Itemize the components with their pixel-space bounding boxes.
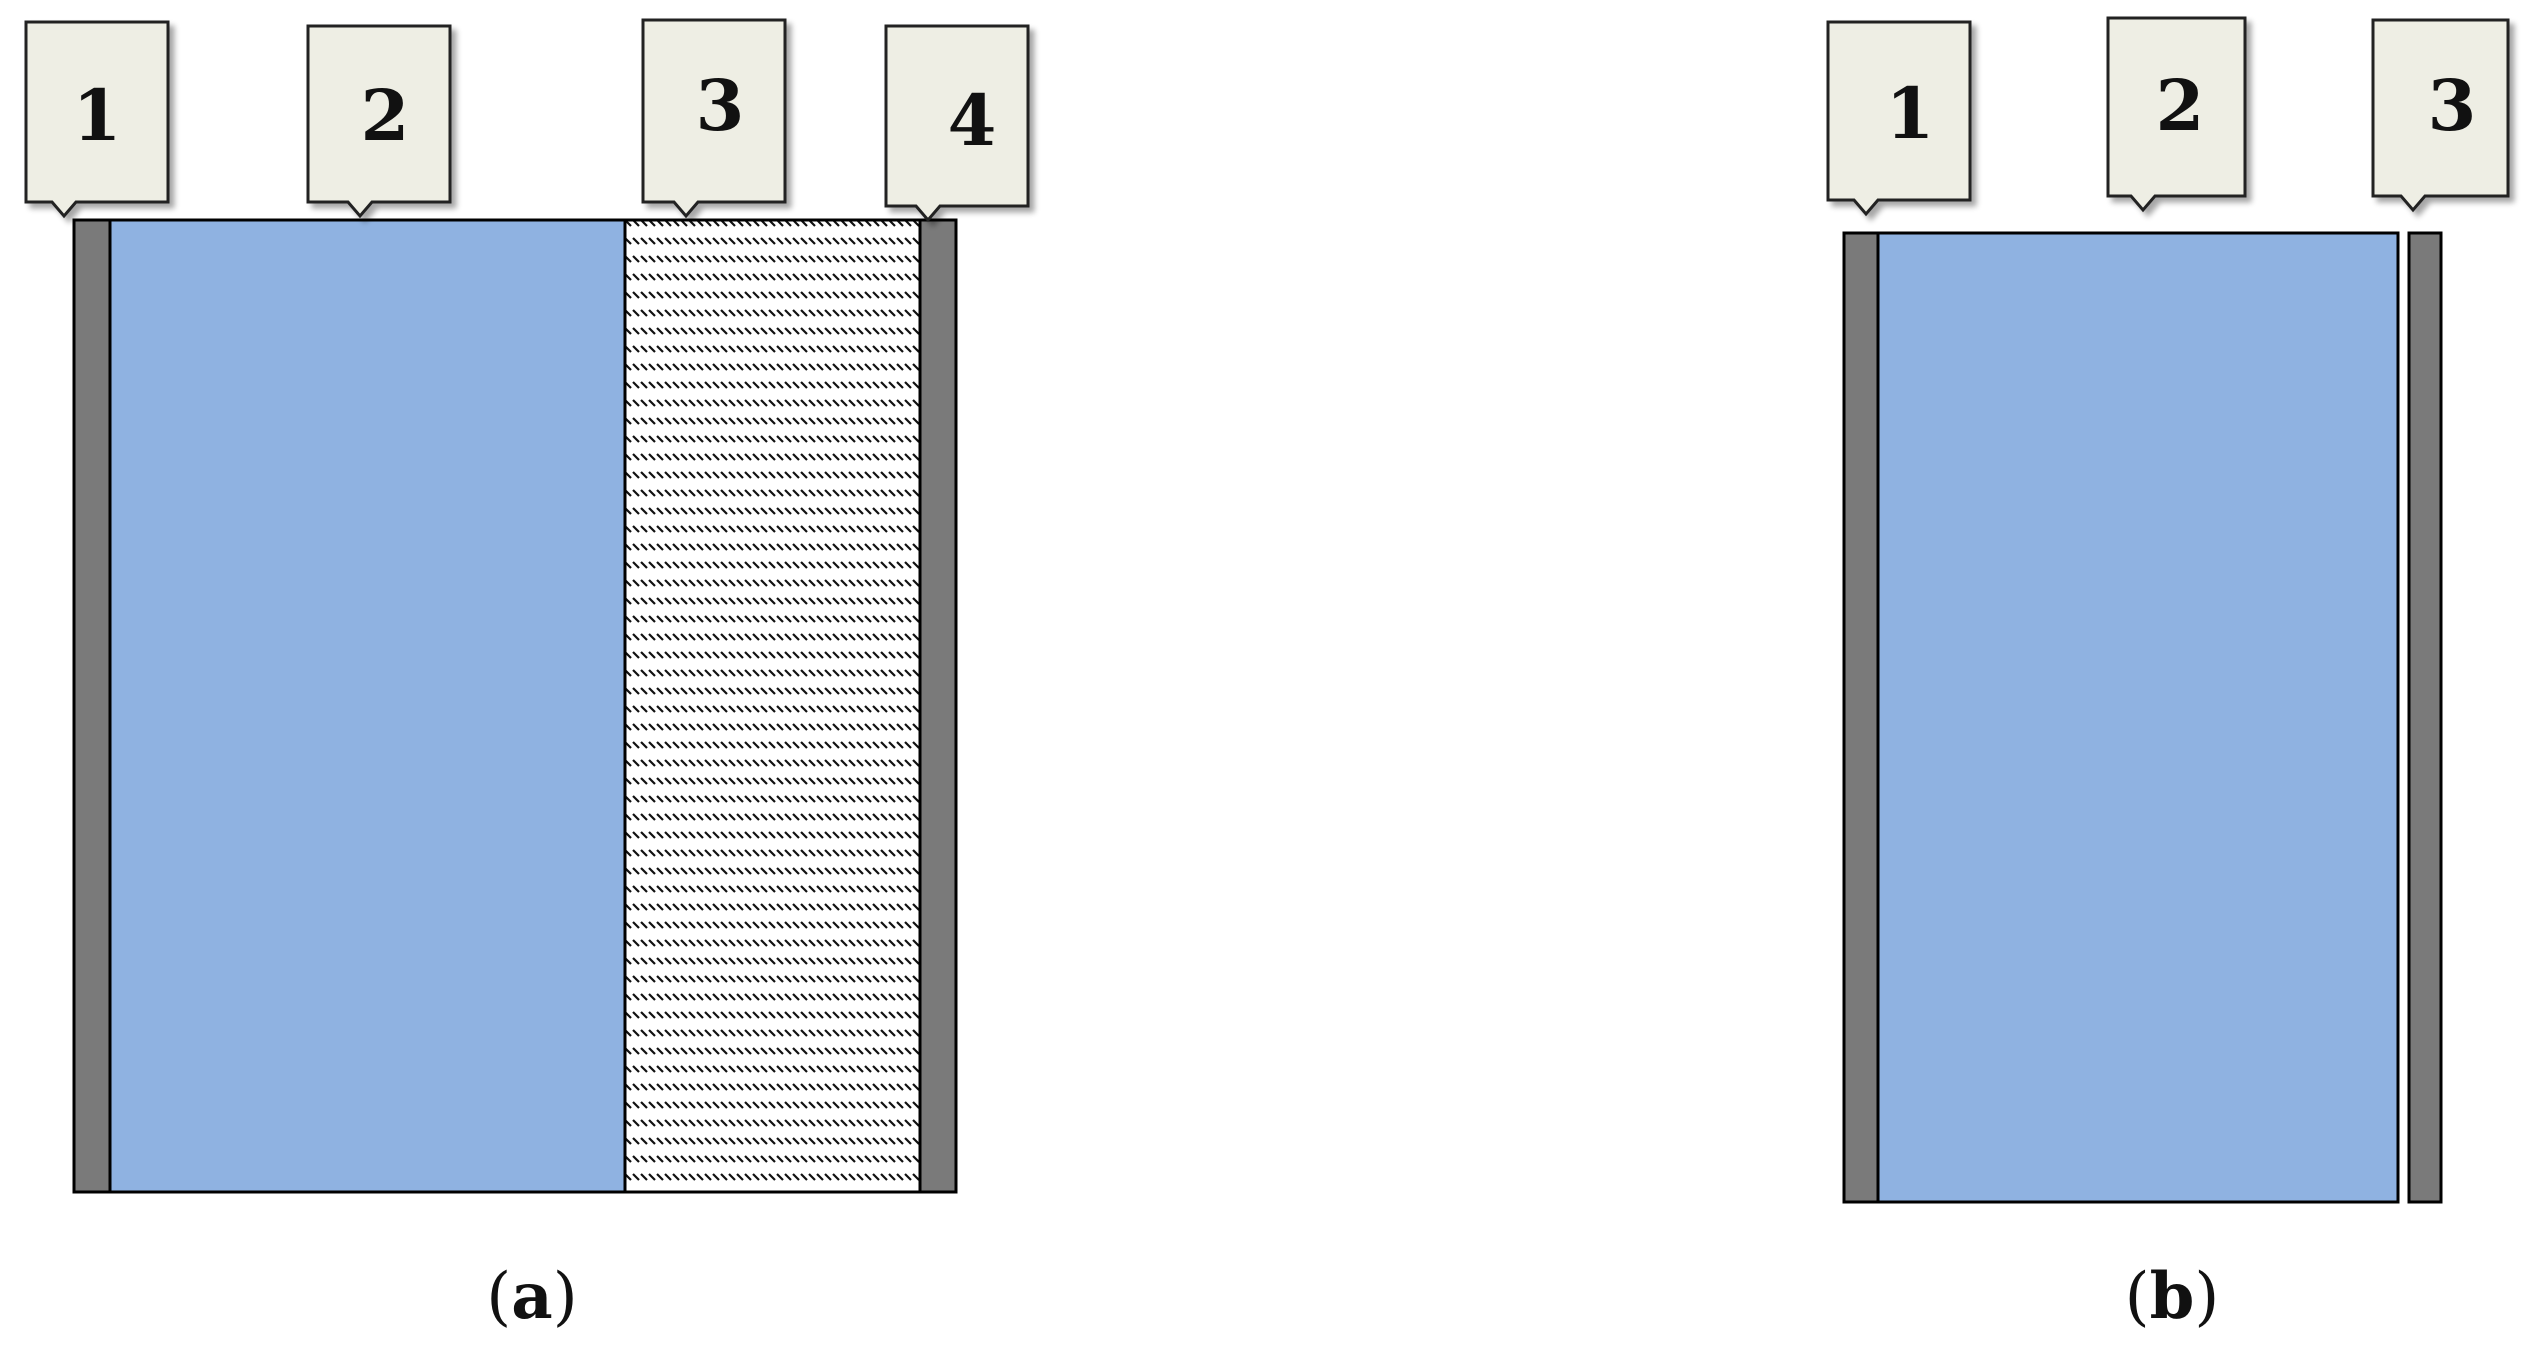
callout-box (24, 20, 170, 219)
callout-a-3: 3 (641, 18, 787, 219)
cell-a (72, 218, 958, 1194)
caption-b: (b) (2125, 1259, 2220, 1334)
electrode-a-left (72, 218, 112, 1194)
callout-label: 2 (2156, 64, 2205, 147)
callout-label: 1 (1886, 72, 1935, 155)
callout-box (1826, 20, 1972, 217)
callout-label: 1 (73, 74, 122, 157)
callout-box (306, 24, 452, 219)
callout-label: 4 (948, 79, 997, 162)
water-layer-b (1876, 231, 2400, 1204)
callout-box (641, 18, 787, 219)
diagram-b: 1 2 3 (b) (1826, 16, 2510, 1334)
callout-b-1: 1 (1826, 20, 1972, 217)
water-layer-a (108, 218, 627, 1194)
diagram-a: 1 2 3 4 (a) (24, 18, 1030, 1334)
callout-a-2: 2 (306, 24, 452, 219)
cell-b (1842, 231, 2443, 1204)
caption-a-letter: a (511, 1259, 552, 1334)
caption-b-letter: b (2150, 1259, 2195, 1334)
electrode-b-left (1842, 231, 1880, 1204)
caption-a: (a) (486, 1259, 577, 1334)
callout-box (2371, 18, 2510, 213)
callout-b-3: 3 (2371, 18, 2510, 213)
callout-label: 3 (696, 64, 745, 147)
callout-a-4: 4 (884, 24, 1030, 223)
electrode-a-right (918, 218, 958, 1194)
callout-label: 3 (2428, 64, 2477, 147)
callout-b-2: 2 (2106, 16, 2247, 213)
callout-label: 2 (361, 74, 410, 157)
hatched-layer-a (623, 218, 922, 1194)
callout-box (2106, 16, 2247, 213)
electrode-b-right (2407, 231, 2443, 1204)
callout-a-1: 1 (24, 20, 170, 219)
callout-box (884, 24, 1030, 223)
